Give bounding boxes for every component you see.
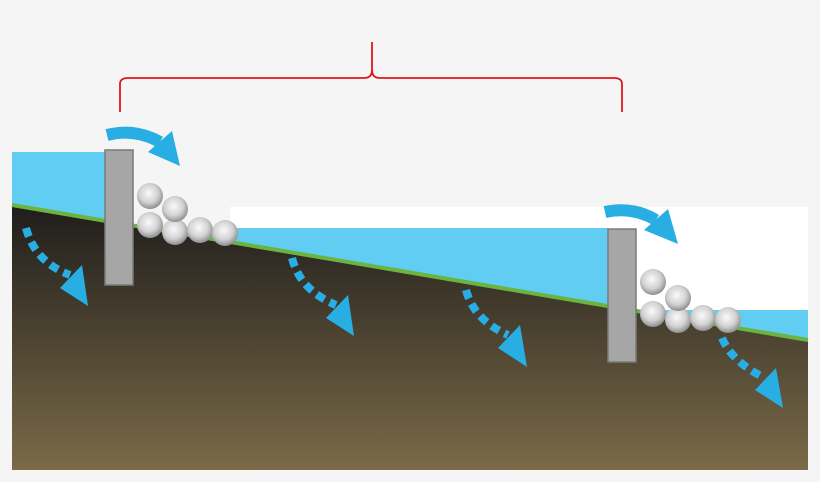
stone <box>137 212 163 238</box>
check-dam-left <box>104 149 134 286</box>
check-dam-right <box>607 228 637 363</box>
seepage-arrowhead <box>498 325 527 367</box>
overflow-arrow-icon <box>603 204 678 244</box>
seepage-arrowhead <box>326 295 354 336</box>
seepage-arrow-icon <box>288 256 338 309</box>
stone <box>715 307 741 333</box>
overflow-arrow-icon <box>105 126 180 166</box>
stones-right <box>640 269 741 333</box>
stone <box>690 305 716 331</box>
water-upstream <box>12 152 105 221</box>
stone <box>640 269 666 295</box>
seepage-arrowhead <box>755 368 783 408</box>
stone <box>640 301 666 327</box>
ground <box>12 205 808 470</box>
seepage-arrowhead <box>60 265 88 306</box>
stone <box>162 196 188 222</box>
stone <box>137 183 163 209</box>
stone <box>187 217 213 243</box>
stone <box>212 220 238 246</box>
spacing-brace <box>119 42 623 112</box>
stone <box>665 285 691 311</box>
seepage-arrow-icon <box>718 336 767 382</box>
stone <box>665 307 691 333</box>
seepage-arrow-icon <box>462 288 510 339</box>
stone <box>162 219 188 245</box>
seepage-arrow-icon <box>22 226 72 279</box>
stones-left <box>137 183 238 246</box>
